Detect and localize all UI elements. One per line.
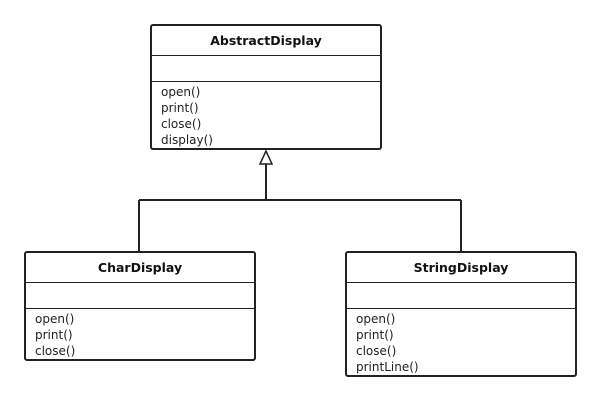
generalization-arrowhead-icon bbox=[258, 149, 274, 165]
method-print-line: printLine() bbox=[356, 360, 419, 374]
method-print: print() bbox=[35, 328, 73, 342]
method-display: display() bbox=[161, 133, 213, 147]
class-name-abstract-display: AbstractDisplay bbox=[152, 26, 380, 56]
method-close: close() bbox=[35, 344, 76, 358]
method-open: open() bbox=[35, 312, 75, 326]
method-close: close() bbox=[356, 344, 397, 358]
method-open: open() bbox=[356, 312, 396, 326]
class-abstract-display[interactable]: AbstractDisplay open() print() close() d… bbox=[150, 24, 382, 150]
method-print: print() bbox=[161, 101, 199, 115]
class-char-display[interactable]: CharDisplay open() print() close() bbox=[24, 251, 256, 361]
methods-compartment-string-display: open() print() close() printLine() bbox=[347, 309, 575, 375]
attributes-compartment-string-display bbox=[347, 283, 575, 309]
method-print: print() bbox=[356, 328, 394, 342]
attributes-compartment-char-display bbox=[26, 283, 254, 309]
class-name-string-display: StringDisplay bbox=[347, 253, 575, 283]
method-open: open() bbox=[161, 85, 201, 99]
methods-compartment-abstract-display: open() print() close() display() bbox=[152, 82, 380, 148]
methods-compartment-char-display: open() print() close() bbox=[26, 309, 254, 359]
method-close: close() bbox=[161, 117, 202, 131]
class-string-display[interactable]: StringDisplay open() print() close() pri… bbox=[345, 251, 577, 377]
attributes-compartment-abstract-display bbox=[152, 56, 380, 82]
class-name-char-display: CharDisplay bbox=[26, 253, 254, 283]
